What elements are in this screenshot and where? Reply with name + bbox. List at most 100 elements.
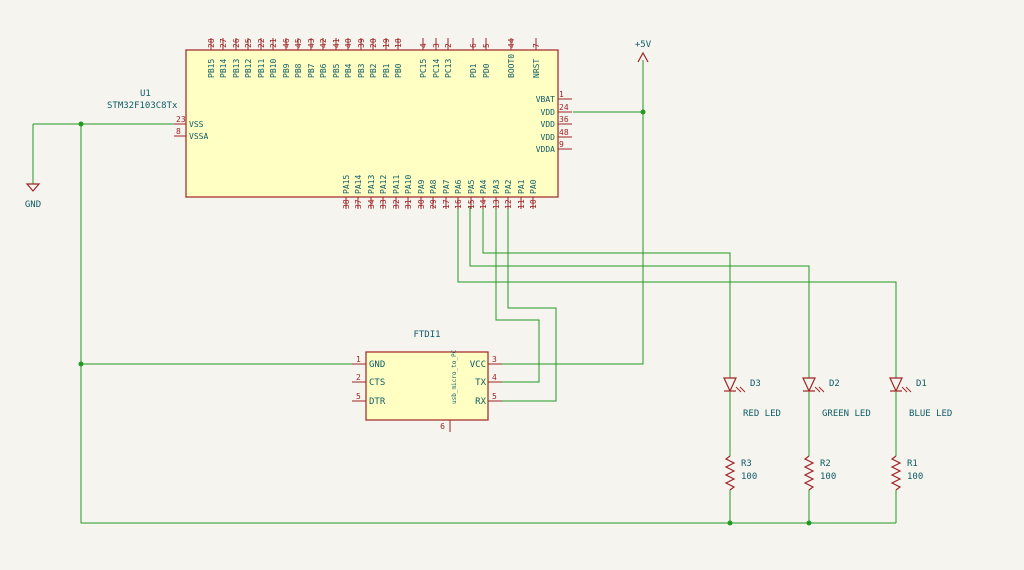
pin-name: VDD: [541, 120, 556, 129]
pin-name: PD1: [469, 63, 478, 78]
pin-name: PB3: [357, 63, 366, 78]
junction-dot: [640, 109, 646, 115]
pin-number: 34: [367, 199, 376, 209]
pin-number: 13: [492, 199, 501, 209]
pin-number: 3: [432, 43, 441, 48]
pin-number: 44: [507, 38, 516, 48]
pin-number: 45: [294, 38, 303, 48]
pin-number: 37: [354, 199, 363, 209]
u1-bottom-pins: 38PA1537PA1434PA1333PA1232PA1131PA1030PA…: [342, 175, 538, 209]
wire-pa3-tx: [495, 206, 540, 383]
pin-number: 27: [219, 38, 228, 48]
pin-name: PA15: [342, 175, 351, 194]
junction-dot: [806, 520, 812, 526]
pin-name: BOOT0: [507, 54, 516, 78]
pin-number: 22: [257, 38, 266, 48]
junction-dot: [78, 121, 84, 127]
pin-number: 43: [307, 38, 316, 48]
u1-top-pins: 28PB1527PB1426PB1325PB1222PB1121PB1046PB…: [207, 38, 541, 78]
pin-name: PB9: [282, 63, 291, 78]
u1-ref: U1: [140, 89, 151, 99]
pin-name: PA6: [454, 179, 463, 194]
junctions: [78, 109, 812, 526]
ftdi-pin-tx: 4TX: [475, 373, 502, 388]
pin-name: PB15: [207, 59, 216, 78]
wire-gnd-main: [80, 124, 896, 524]
pin-number: 6: [469, 43, 478, 48]
led-light-arrows-icon: [735, 386, 746, 393]
pin-number: 4: [492, 373, 497, 382]
led-light-arrows-icon: [901, 386, 912, 393]
resistor-zigzag-icon: [724, 455, 736, 491]
led-triangle-icon: [802, 377, 816, 393]
resistor-zigzag-icon: [890, 455, 902, 491]
pin-number: 40: [344, 38, 353, 48]
pin-number: 26: [232, 38, 241, 48]
pin-number: 1: [559, 90, 564, 99]
wire-pa5-green: [469, 206, 810, 378]
pin-number: 39: [357, 38, 366, 48]
pin-number: 32: [392, 199, 401, 209]
pin-name: PA5: [467, 179, 476, 194]
resistor-zigzag-icon: [803, 455, 815, 491]
wire-5v-rail: [498, 60, 644, 365]
resistor-ref: R3: [741, 459, 752, 469]
power-gnd-symbol: GND: [25, 183, 41, 210]
pin-number: 24: [559, 103, 569, 112]
u1-value: STM32F103C8Tx: [107, 101, 178, 111]
wire-pa4-red: [482, 206, 731, 378]
u1-body: [185, 49, 559, 198]
ftdi-body: [365, 351, 489, 421]
pin-name: PA14: [354, 175, 363, 194]
pin-name: PB2: [369, 63, 378, 78]
junction-dot: [727, 520, 733, 526]
u1-mcu[interactable]: U1 STM32F103C8Tx 28PB1527PB1426PB1325PB1…: [107, 38, 572, 209]
u1-pin-pa14: 37 PA14: [354, 175, 363, 209]
pin-name: PA10: [404, 175, 413, 194]
pin-number: 42: [319, 38, 328, 48]
pin-name: VDDA: [536, 145, 555, 154]
pin-number: 21: [269, 38, 278, 48]
pin-name: PB12: [244, 59, 253, 78]
led-value: RED LED: [743, 409, 781, 419]
resistor-ref: R1: [907, 459, 918, 469]
wires: [32, 60, 897, 524]
pin-number: 1: [356, 355, 361, 364]
pin-name: PB8: [294, 63, 303, 78]
pin-name: VDD: [541, 108, 556, 117]
ftdi-ref: FTDI1: [413, 330, 440, 340]
pin-name: PA4: [479, 179, 488, 194]
